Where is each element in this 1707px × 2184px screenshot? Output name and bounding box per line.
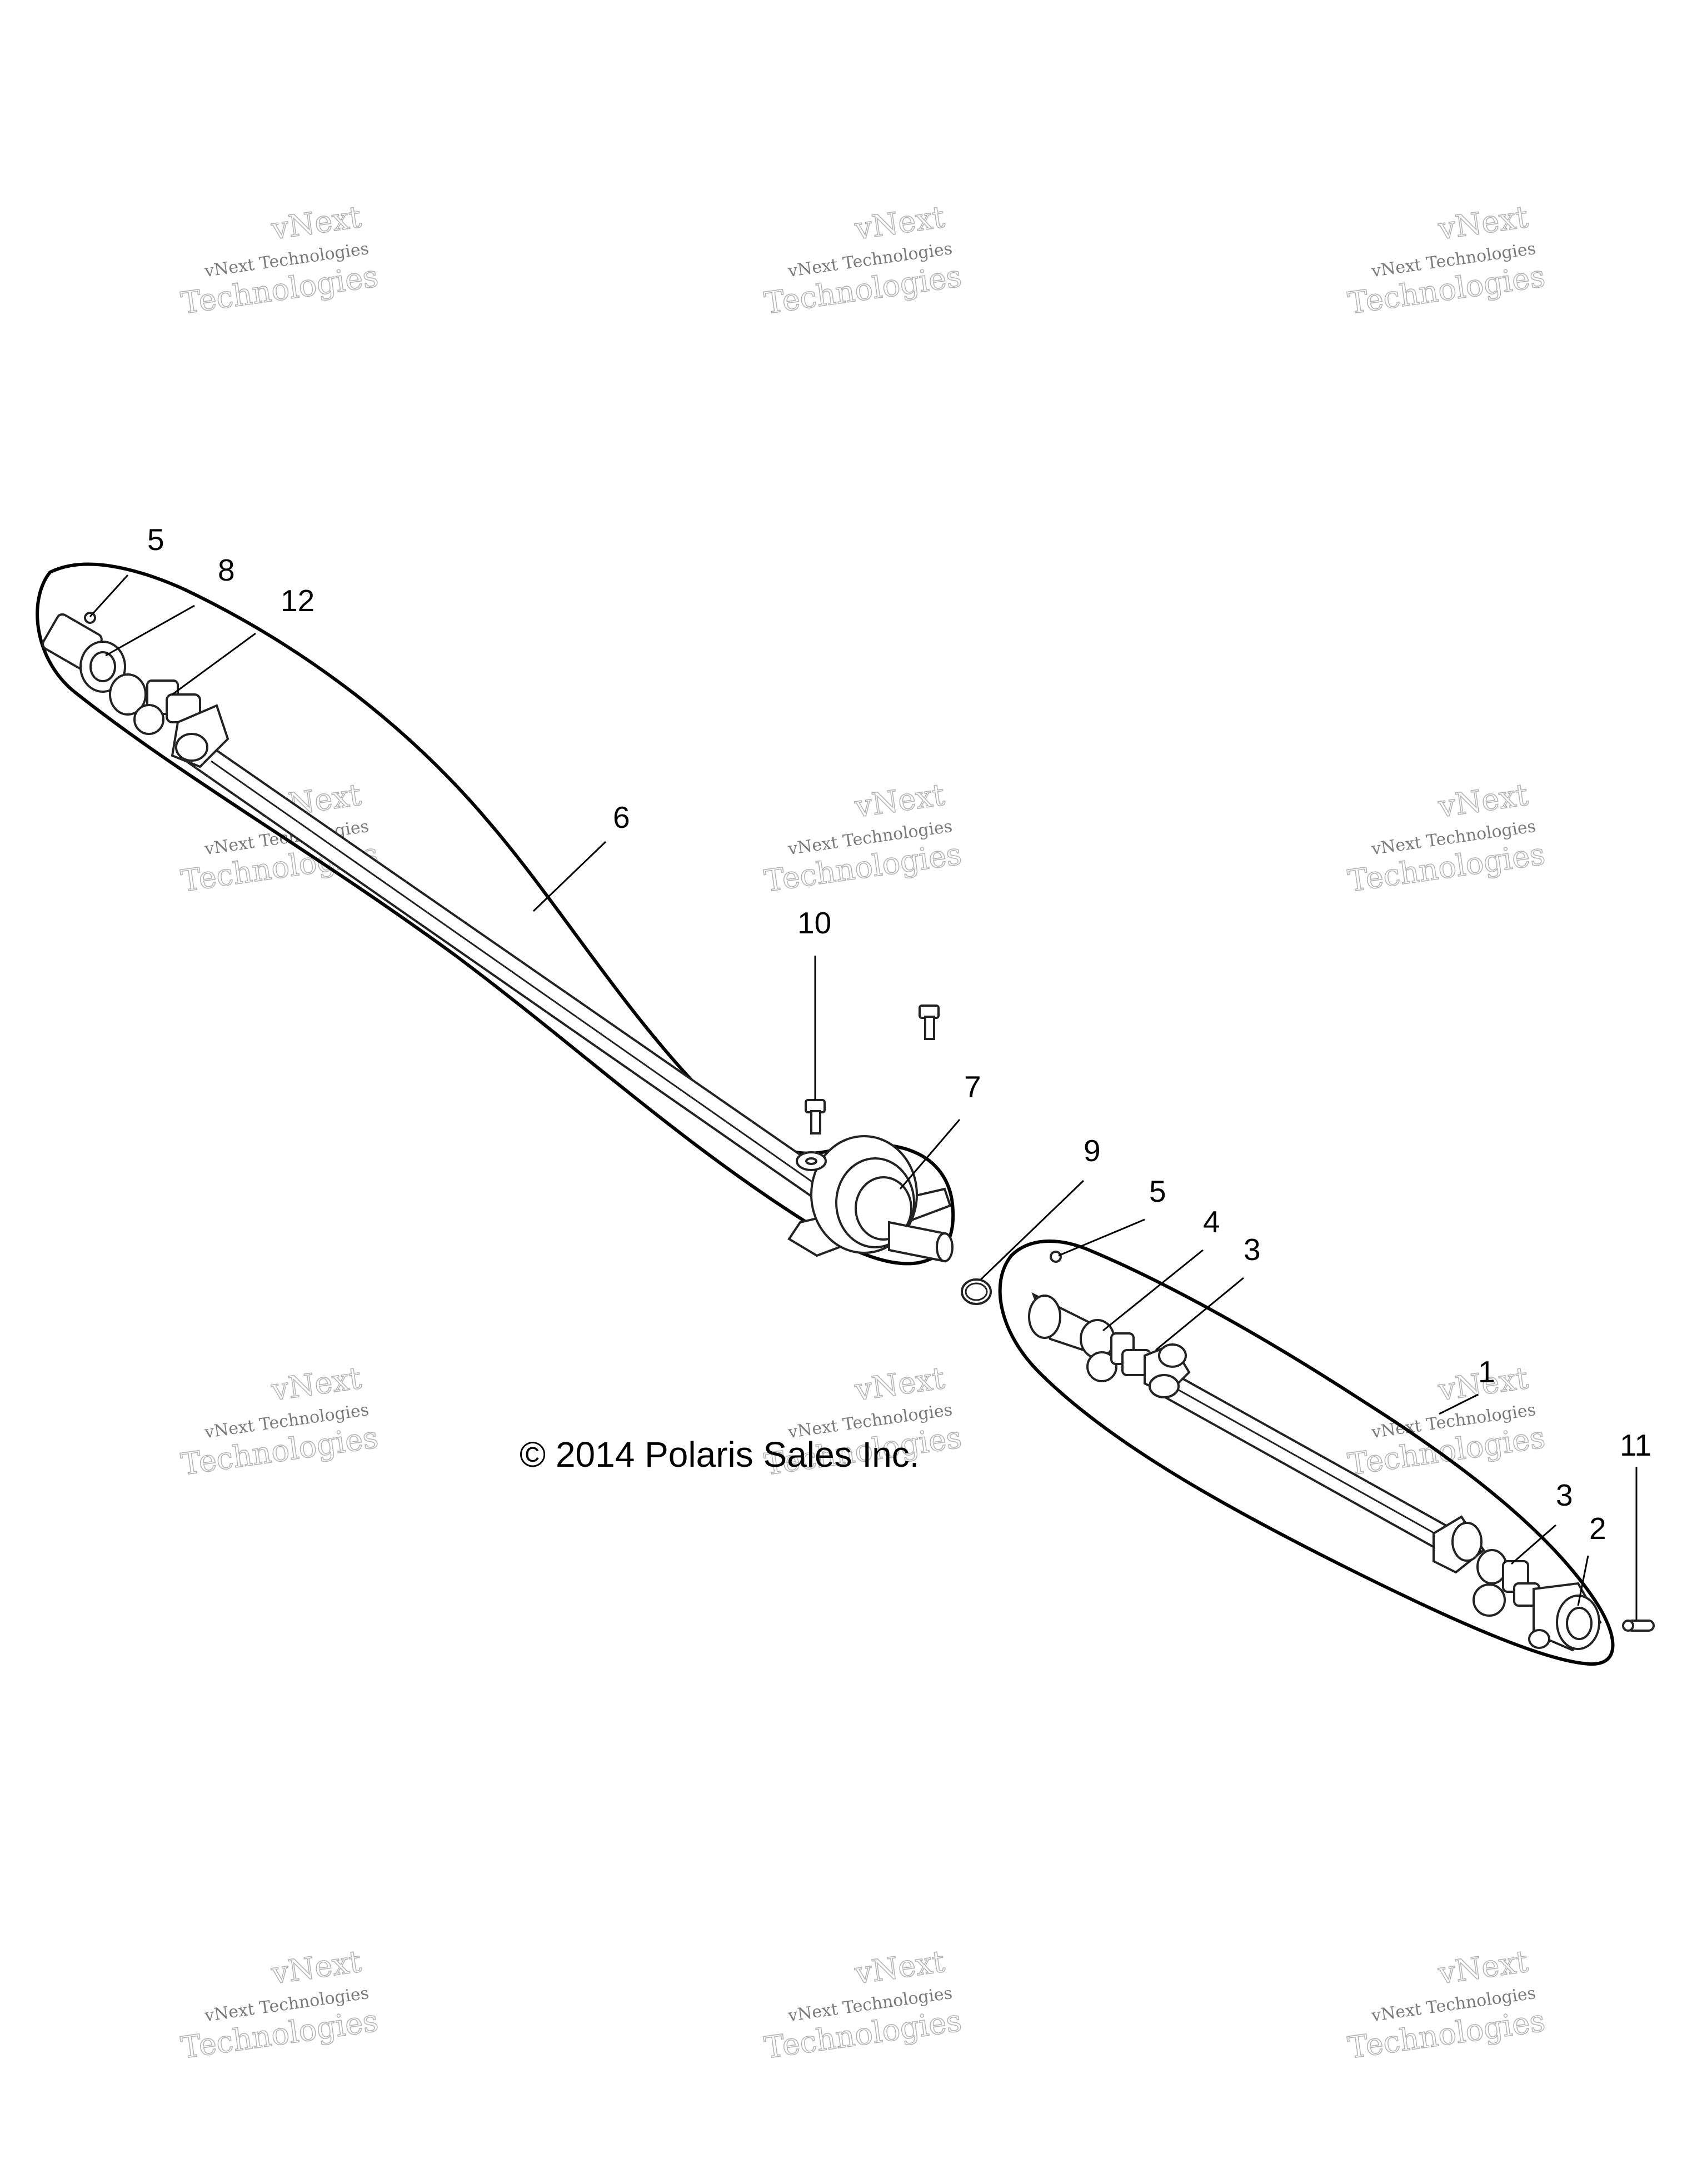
front-shaft-yoke-left — [42, 613, 147, 716]
flange-yoke-2 — [1528, 1582, 1602, 1652]
rear-shaft-yoke-front — [1144, 1343, 1191, 1398]
front-prop-shaft-assembly — [36, 562, 955, 1266]
callout-10: 10 — [797, 906, 831, 940]
callout-7: 7 — [964, 1069, 981, 1104]
bolt-10-a — [805, 1099, 826, 1135]
group-outline-rear-shaft — [998, 1240, 1615, 1666]
copyright-notice: © 2014 Polaris Sales Inc. — [520, 1435, 920, 1475]
leader-lines — [89, 574, 1638, 1620]
front-shaft-tube-highlight — [211, 760, 823, 1190]
watermark-text-vnext: vNext — [852, 199, 947, 247]
callout-5-rear: 5 — [1149, 1174, 1166, 1208]
grease-fitting-5-rear — [1050, 1251, 1062, 1263]
callout-3-front: 3 — [1244, 1232, 1261, 1267]
front-shaft-yoke-right — [171, 704, 229, 768]
callout-3-rear: 3 — [1556, 1478, 1573, 1512]
watermark-text-vnext: vNext — [852, 777, 947, 824]
callout-8: 8 — [218, 553, 235, 587]
rear-prop-shaft-assembly — [998, 1240, 1615, 1666]
rear-shaft-yoke-rear — [1433, 1515, 1508, 1585]
callout-6: 6 — [613, 800, 630, 834]
callout-4: 4 — [1203, 1205, 1220, 1239]
callout-2: 2 — [1589, 1511, 1606, 1546]
pin-11 — [1622, 1620, 1655, 1632]
watermark-text-vnext: vNext — [269, 1944, 363, 1991]
watermark-text-vnext: vNext — [852, 1361, 947, 1408]
bolt-10-b — [919, 1004, 940, 1040]
watermark-text-vnext: vNext — [269, 199, 363, 247]
callout-11: 11 — [1620, 1428, 1651, 1462]
rear-shaft-slip-yoke — [1028, 1292, 1115, 1359]
watermark-text-vnext: vNext — [1436, 777, 1530, 824]
callout-labels: 5 8 12 6 10 7 9 5 4 3 1 11 3 2 — [147, 522, 1651, 1546]
callout-5-front: 5 — [147, 522, 164, 557]
u-joint-cross-4 — [1086, 1332, 1151, 1382]
callout-12: 12 — [281, 583, 315, 618]
watermark-text-vnext: vNext — [269, 1361, 363, 1408]
mounting-hardware — [796, 1004, 992, 1305]
group-outline-front-shaft — [36, 562, 955, 1266]
carrier-bearing-7 — [787, 1135, 954, 1263]
watermark-text-vnext: vNext — [852, 1944, 947, 1991]
callout-9: 9 — [1084, 1133, 1101, 1168]
grease-fitting-5-front — [84, 612, 96, 624]
watermark-text-vnext: vNext — [1436, 199, 1530, 247]
callout-1: 1 — [1478, 1355, 1495, 1389]
watermark-text-vnext: vNext — [1436, 1944, 1530, 1991]
